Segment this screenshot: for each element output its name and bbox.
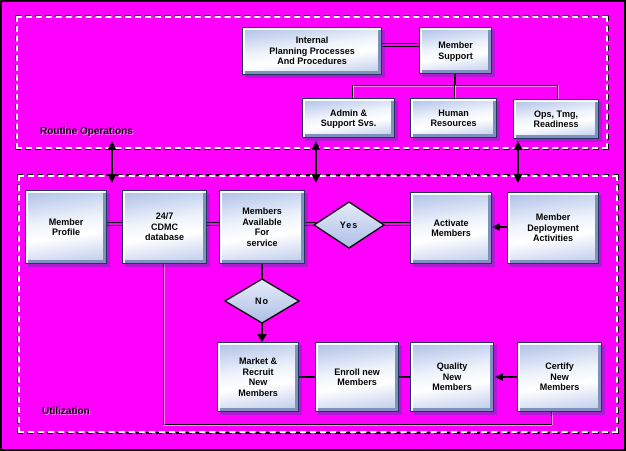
connector-drop-ops xyxy=(557,85,558,99)
node-quality-new: Quality New Members xyxy=(410,342,494,412)
connector-yes-activate xyxy=(382,222,410,226)
section-flow-arrow-icon xyxy=(311,141,321,183)
arrowhead-left-icon xyxy=(492,223,500,231)
connector-support-riser xyxy=(454,74,456,85)
connector-loop-bottom xyxy=(163,424,552,425)
connector-certify-quality xyxy=(502,376,517,378)
node-enroll-new: Enroll new Members xyxy=(315,342,399,412)
node-label: Quality New Members xyxy=(432,361,472,393)
connector-profile-cdmc xyxy=(107,222,122,226)
connector-available-no xyxy=(261,264,263,279)
node-label: Enroll new Members xyxy=(334,366,380,388)
node-internal-planning: Internal Planning Processes And Procedur… xyxy=(242,27,382,75)
node-label: Certify New Members xyxy=(539,361,580,393)
connector-market-enroll xyxy=(299,376,315,378)
node-label: Human Resources xyxy=(430,107,477,129)
node-label: Admin & Support Svs. xyxy=(320,107,377,129)
node-label: Member Profile xyxy=(48,216,84,238)
node-label: Internal Planning Processes And Procedur… xyxy=(269,35,355,67)
arrowhead-down-icon xyxy=(257,334,267,342)
diamond-shape-icon xyxy=(223,278,301,324)
connector-branch-horizontal xyxy=(352,85,558,86)
node-label: Activate Members xyxy=(431,217,471,239)
node-label: Market & Recruit New Members xyxy=(238,356,278,398)
connector-drop-admin xyxy=(352,85,353,98)
connector-no-market xyxy=(261,323,263,335)
arrowhead-left-icon xyxy=(495,373,503,381)
node-human-resources: Human Resources xyxy=(410,98,497,138)
node-market-recruit: Market & Recruit New Members xyxy=(217,342,299,412)
node-member-profile: Member Profile xyxy=(25,190,107,264)
connector-drop-hr xyxy=(454,85,455,98)
node-members-available: Members Available For service xyxy=(219,190,305,264)
connector-planning-support xyxy=(382,43,419,47)
node-cdmc-database: 24/7 CDMC database xyxy=(122,190,207,264)
connector-loop-left xyxy=(163,264,164,425)
utilization-label: Utilization xyxy=(42,406,90,417)
decision-yes: Yes xyxy=(312,201,386,249)
node-activate-members: Activate Members xyxy=(410,192,492,264)
node-label: Ops, Tmg, Readiness xyxy=(533,108,579,130)
node-admin-support: Admin & Support Svs. xyxy=(302,98,395,138)
node-member-support: Member Support xyxy=(419,27,492,74)
node-label: Member Support xyxy=(438,40,473,61)
connector-deployment-activate xyxy=(499,226,507,228)
node-label: Members Available For service xyxy=(242,206,282,248)
decision-no: No xyxy=(223,278,301,324)
node-label: 24/7 CDMC database xyxy=(144,211,185,243)
connector-available-yes xyxy=(305,222,316,226)
connector-loop-right xyxy=(551,412,552,425)
node-label: Member Deployment Activities xyxy=(527,212,579,244)
decision-label: Yes xyxy=(339,220,359,230)
section-flow-arrow-icon xyxy=(513,141,523,183)
section-flow-arrow-icon xyxy=(107,141,117,183)
node-member-deployment: Member Deployment Activities xyxy=(507,192,599,264)
routine-operations-label: Routine Operations xyxy=(40,126,133,137)
node-certify-new: Certify New Members xyxy=(517,342,602,412)
diamond-shape-icon xyxy=(312,201,386,249)
node-ops-tmg-readiness: Ops, Tmg, Readiness xyxy=(513,99,599,139)
decision-label: No xyxy=(255,296,269,306)
connector-cdmc-available xyxy=(207,222,219,226)
connector-enroll-quality xyxy=(399,376,410,378)
